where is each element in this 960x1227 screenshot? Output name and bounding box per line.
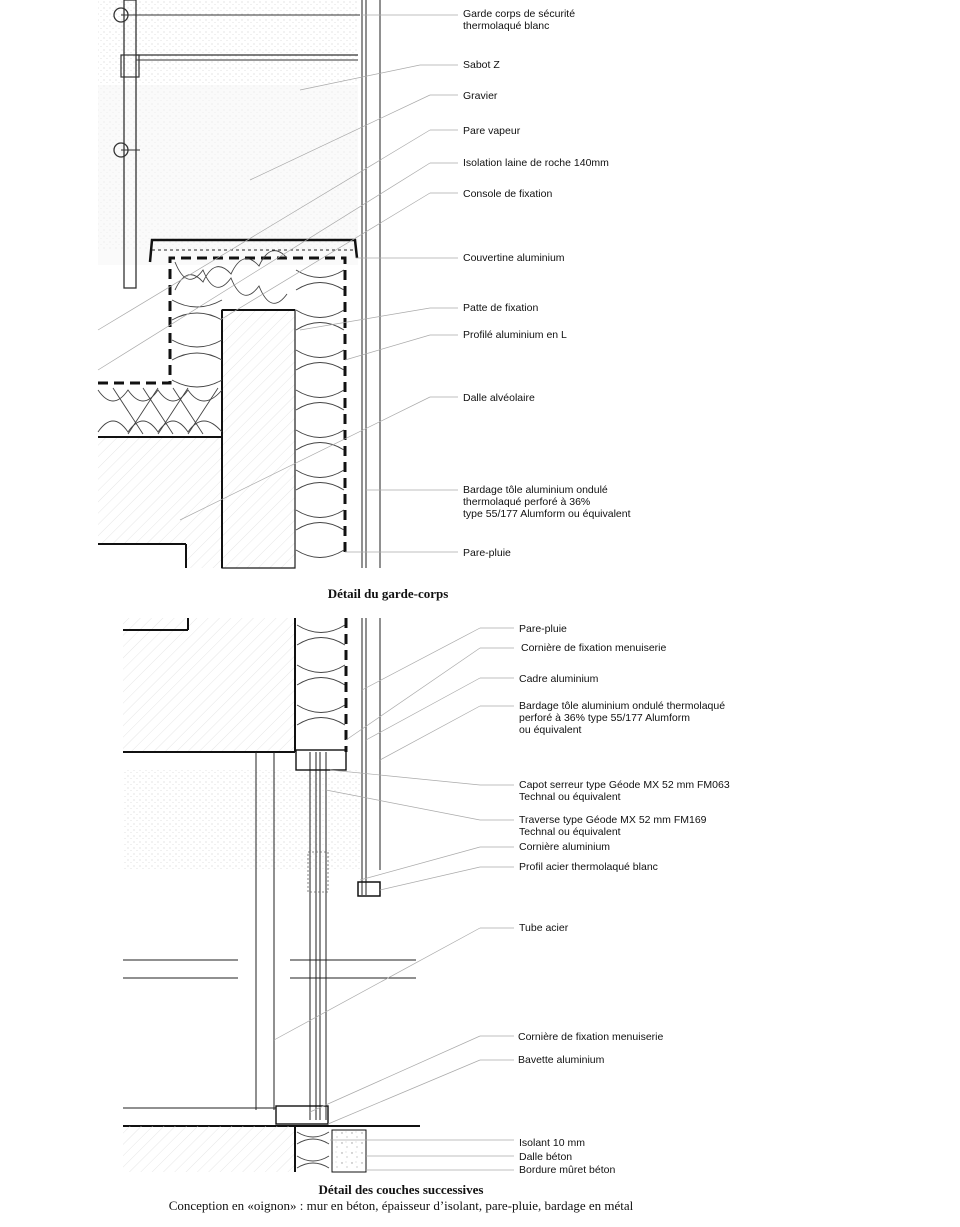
label-couvertine: Couvertine aluminium — [463, 252, 565, 264]
bottom-labels: Pare-pluie Cornière de fixation menuiser… — [518, 623, 730, 1176]
label-profile-l: Profilé aluminium en L — [463, 329, 567, 341]
label-sabot-z: Sabot Z — [463, 59, 500, 71]
label-patte: Patte de fixation — [463, 302, 538, 314]
label-gravier: Gravier — [463, 90, 498, 102]
bottom-detail-drawing: Pare-pluie Cornière de fixation menuiser… — [123, 618, 730, 1213]
label-profil-acier: Profil acier thermolaqué blanc — [519, 861, 658, 873]
label-cadre: Cadre aluminium — [519, 673, 599, 685]
label-corniere-menuiserie: Cornière de fixation menuiserie — [521, 642, 666, 654]
label-pare-vapeur: Pare vapeur — [463, 125, 521, 137]
label-corniere-menuiserie-2: Cornière de fixation menuiserie — [518, 1031, 663, 1043]
label-console: Console de fixation — [463, 188, 552, 200]
label-pare-pluie: Pare-pluie — [463, 547, 511, 559]
label-bardage-2: Bardage tôle aluminium ondulé thermolaqu… — [519, 700, 725, 736]
caption-bottom: Détail des couches successives — [318, 1182, 483, 1197]
label-corniere-alu: Cornière aluminium — [519, 841, 610, 853]
label-dalle-alveolaire: Dalle alvéolaire — [463, 392, 535, 404]
label-isolation: Isolation laine de roche 140mm — [463, 157, 609, 169]
label-tube-acier: Tube acier — [519, 922, 569, 934]
subcaption-bottom: Conception en «oignon» : mur en béton, é… — [169, 1198, 634, 1213]
label-bavette: Bavette aluminium — [518, 1054, 605, 1066]
caption-top: Détail du garde-corps — [328, 586, 449, 601]
label-isolant-10: Isolant 10 mm — [519, 1137, 585, 1149]
label-pare-pluie-2: Pare-pluie — [519, 623, 567, 635]
label-bordure: Bordure mûret béton — [519, 1164, 615, 1176]
railing — [113, 0, 360, 289]
label-dalle-beton: Dalle béton — [519, 1151, 572, 1163]
